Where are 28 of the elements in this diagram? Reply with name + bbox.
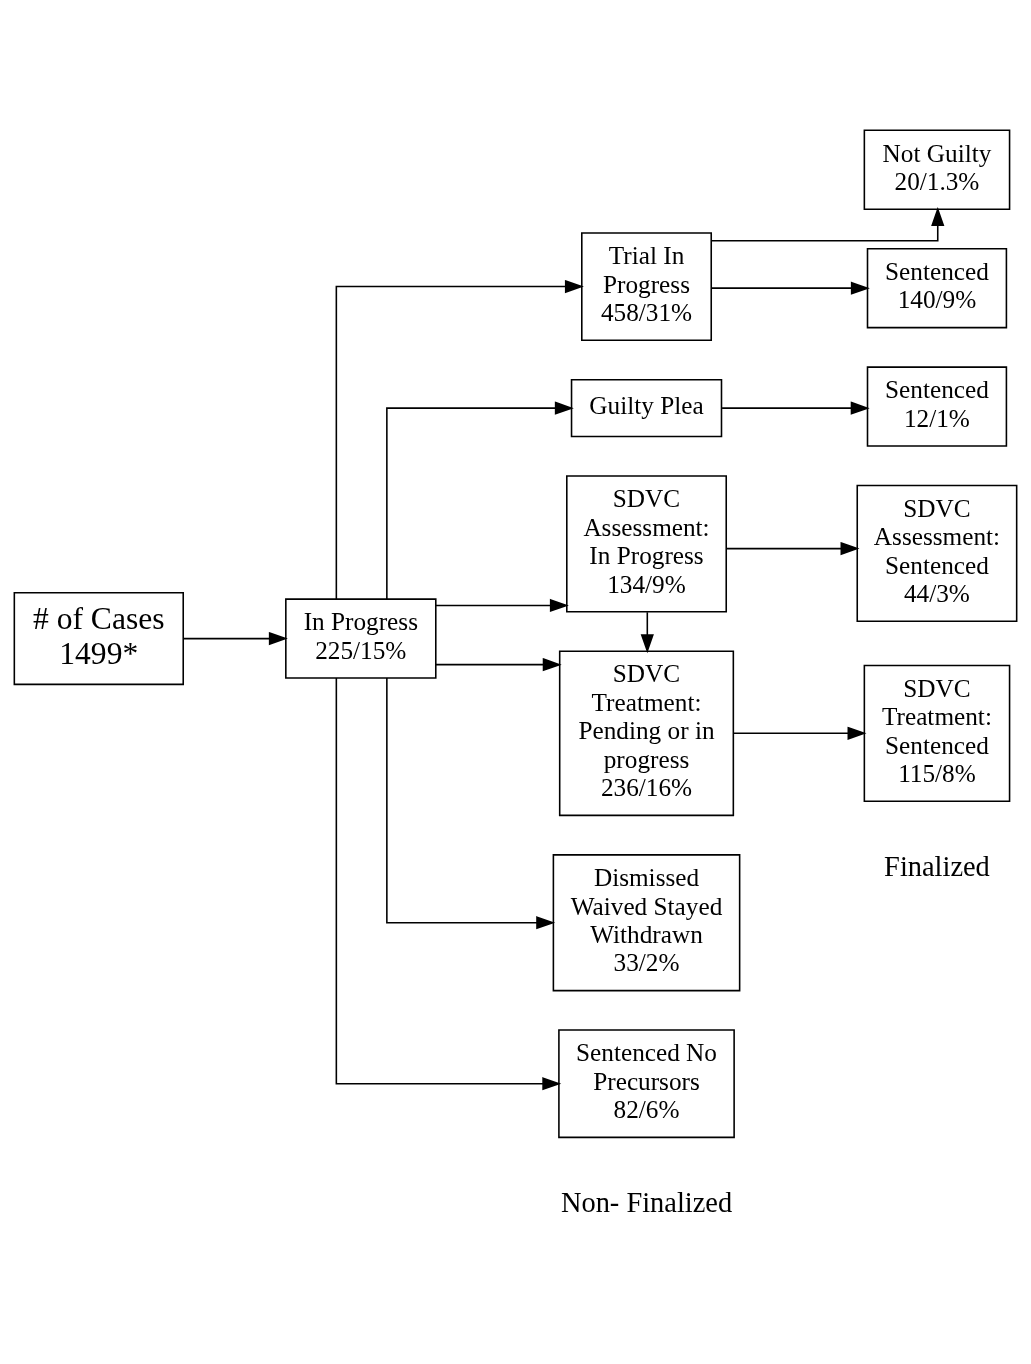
label: Non- Finalized — [560, 1187, 733, 1219]
node-box: Sentenced No Precursors 82/6% — [558, 1029, 735, 1139]
arrow — [335, 279, 584, 600]
node-box: Not Guilty 20/1.3% — [863, 129, 1011, 211]
arrow — [711, 207, 945, 242]
node-box: SDVC Treatment: Pending or in progress 236/16% — [558, 650, 735, 817]
arrow — [386, 401, 574, 600]
node-box: SDVC Assessment: Sentenced 44/3% — [856, 484, 1018, 622]
arrow — [183, 631, 288, 646]
node-box: Sentenced 140/9% — [866, 247, 1008, 329]
node-box: Sentenced 12/1% — [866, 366, 1008, 447]
arrow — [710, 281, 870, 295]
label: Finalized — [884, 851, 990, 882]
node-box: Trial In Progress 458/31% — [581, 232, 712, 342]
node-box: # of Cases 1499* — [13, 592, 184, 686]
node-box: Dismissed Waived Stayed Withdrawn 33/2% — [552, 854, 741, 992]
arrow — [640, 611, 654, 654]
node-box: In Progress 225/15% — [285, 598, 437, 679]
arrow — [435, 598, 569, 613]
node-box: SDVC Treatment: Sentenced 115/8% — [863, 664, 1011, 802]
arrow — [386, 677, 556, 930]
node-box: Guilty Plea — [570, 378, 723, 438]
node-box: SDVC Assessment: In Progress 134/9% — [566, 475, 727, 613]
arrow — [721, 401, 870, 415]
arrow — [335, 677, 562, 1091]
arrow — [725, 541, 860, 556]
arrow — [732, 726, 867, 740]
arrow — [435, 658, 562, 672]
